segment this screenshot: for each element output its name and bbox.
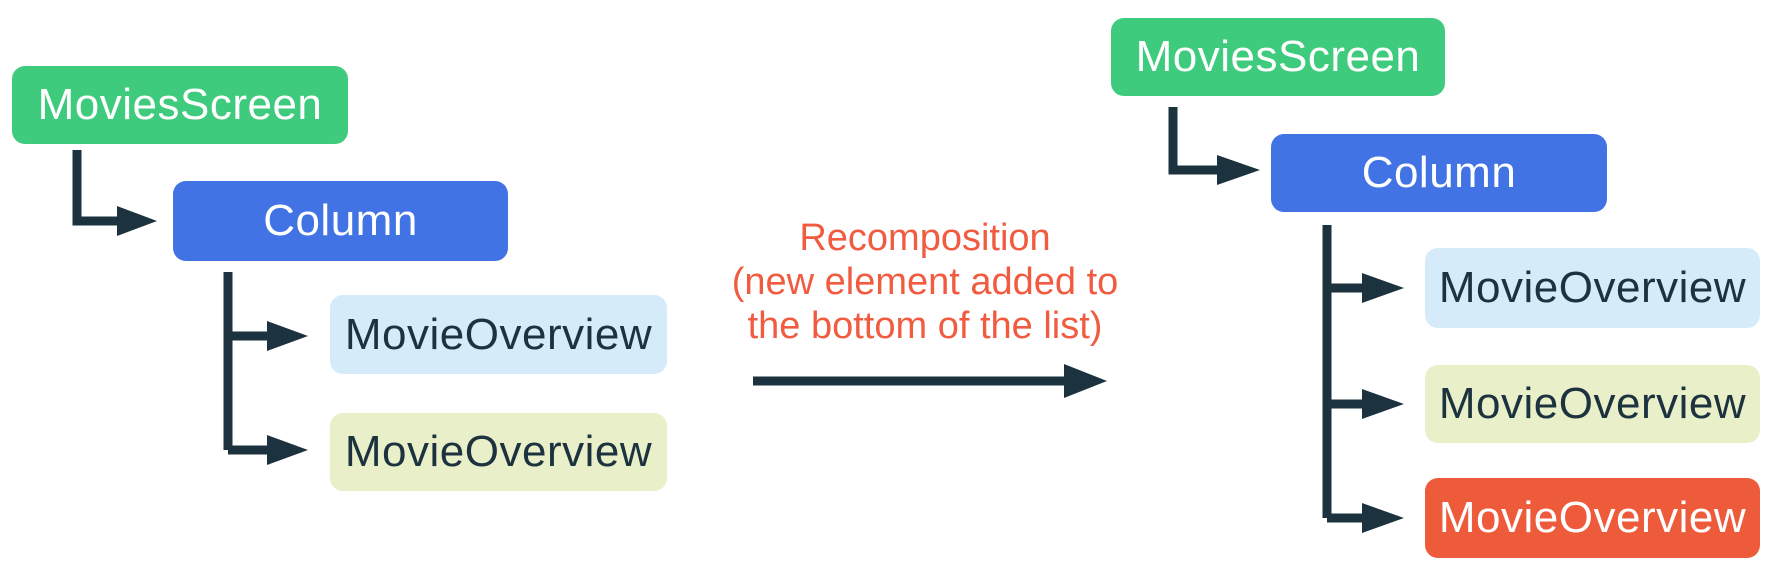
right-node-movieoverview-3-new: MovieOverview <box>1425 478 1760 558</box>
recomposition-annotation-line-3: the bottom of the list) <box>747 305 1103 347</box>
left-node-movieoverview-1: MovieOverview <box>330 295 667 374</box>
right-node-column: Column <box>1271 134 1607 212</box>
right-node-movieoverview-1: MovieOverview <box>1425 248 1760 328</box>
right-edge-moviesscreen-column-line <box>1168 107 1218 175</box>
left-edge-moviesscreen-to-column <box>72 150 157 236</box>
recomposition-annotation-line-1: Recomposition <box>799 217 1051 259</box>
arrow-head-icon <box>1362 389 1404 419</box>
arrow-head-icon <box>1064 364 1107 398</box>
arrow-head-icon <box>117 206 157 236</box>
arrow-head-icon <box>267 321 308 351</box>
left-trunk-column-children <box>223 272 308 465</box>
right-node-movieoverview-2: MovieOverview <box>1425 365 1760 443</box>
arrow-head-icon <box>1362 273 1404 303</box>
arrow-head-icon <box>267 435 308 465</box>
left-node-movieoverview-2: MovieOverview <box>330 413 667 491</box>
arrow-head-icon <box>1362 503 1404 533</box>
recomposition-annotation: Recomposition (new element added to the … <box>705 216 1145 348</box>
left-edge-moviesscreen-column-line <box>72 150 117 226</box>
recomposition-annotation-line-2: (new element added to <box>731 261 1119 303</box>
right-node-moviesscreen: MoviesScreen <box>1111 18 1445 96</box>
right-trunk-column-children <box>1322 225 1404 533</box>
arrow-head-icon <box>1217 155 1260 185</box>
recomposition-arrow <box>753 364 1107 398</box>
left-node-column: Column <box>173 181 508 261</box>
left-node-moviesscreen: MoviesScreen <box>12 66 348 144</box>
right-edge-moviesscreen-to-column <box>1168 107 1260 185</box>
